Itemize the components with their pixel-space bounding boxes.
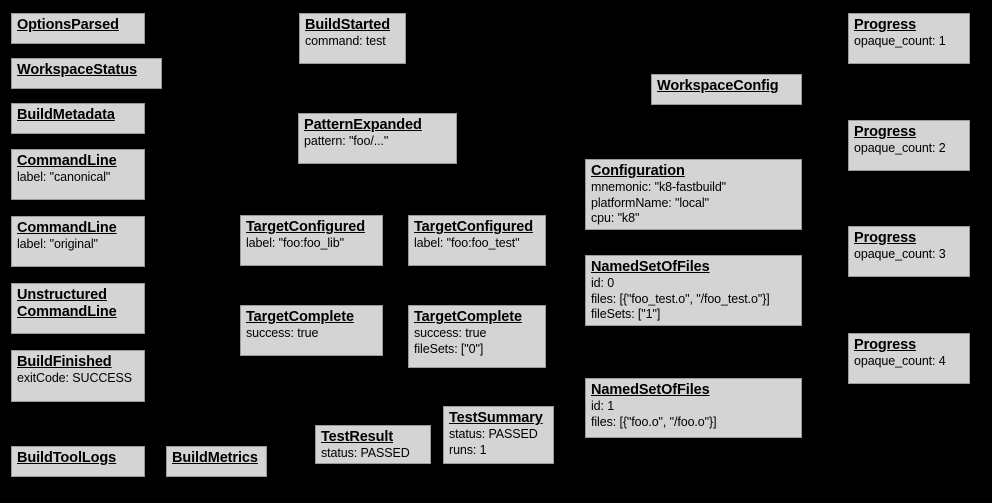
node-fields: opaque_count: 2 — [854, 141, 964, 157]
node-field: files: [{"foo.o", "/foo.o"}] — [591, 414, 717, 429]
node-field: platformName: "local" — [591, 195, 709, 210]
node-title: NamedSetOfFiles — [591, 382, 710, 398]
node-title: BuildMetadata — [17, 107, 115, 123]
node-field: opaque_count: 2 — [854, 141, 946, 155]
node-field: label: "canonical" — [17, 170, 111, 184]
node-title: Unstructured CommandLine — [17, 287, 117, 320]
node-fields: command: test — [305, 34, 400, 50]
node-title: TestResult — [321, 429, 394, 445]
node-options-parsed[interactable]: OptionsParsed — [11, 13, 145, 44]
node-fields: success: true — [246, 326, 377, 342]
node-field: label: "foo:foo_test" — [414, 236, 520, 250]
node-field: files: [{"foo_test.o", "/foo_test.o"}] — [591, 291, 770, 306]
node-field: opaque_count: 4 — [854, 354, 946, 368]
node-title: BuildFinished — [17, 354, 112, 370]
node-fields: opaque_count: 4 — [854, 354, 964, 370]
node-field: label: "foo:foo_lib" — [246, 236, 344, 250]
node-field: command: test — [305, 34, 386, 48]
node-fields: label: "original" — [17, 237, 139, 253]
node-field: status: PASSED — [449, 427, 538, 441]
node-unstructured-command-line[interactable]: Unstructured CommandLine — [11, 283, 145, 334]
node-title: CommandLine — [17, 153, 117, 169]
node-fields: label: "foo:foo_test" — [414, 236, 540, 252]
node-fields: opaque_count: 1 — [854, 34, 964, 50]
node-title: PatternExpanded — [304, 117, 422, 133]
node-field: status: PASSED — [321, 446, 410, 460]
node-fields: status: PASSED — [321, 446, 425, 462]
node-title: TargetComplete — [246, 309, 354, 325]
node-title: Configuration — [591, 163, 685, 179]
node-build-metadata[interactable]: BuildMetadata — [11, 103, 145, 134]
node-workspace-config[interactable]: WorkspaceConfig — [651, 74, 802, 105]
node-title: TestSummary — [449, 410, 543, 426]
node-fields: label: "canonical" — [17, 170, 139, 186]
node-title: OptionsParsed — [17, 17, 119, 33]
node-title: TargetConfigured — [246, 219, 365, 235]
node-title: TargetComplete — [414, 309, 522, 325]
node-title: BuildStarted — [305, 17, 391, 33]
node-field: label: "original" — [17, 237, 98, 251]
node-fields: opaque_count: 3 — [854, 247, 964, 263]
node-build-metrics[interactable]: BuildMetrics — [166, 446, 267, 477]
node-field: exitCode: SUCCESS — [17, 371, 133, 385]
node-fields: mnemonic: "k8-fastbuild"platformName: "l… — [591, 180, 796, 227]
node-title: NamedSetOfFiles — [591, 259, 710, 275]
node-title: BuildToolLogs — [17, 450, 117, 466]
node-field: id: 1 — [591, 399, 615, 413]
node-title: CommandLine — [17, 220, 117, 236]
node-fields: label: "foo:foo_lib" — [246, 236, 377, 252]
node-title: Progress — [854, 337, 917, 353]
node-build-tool-logs[interactable]: BuildToolLogs — [11, 446, 145, 477]
node-field: runs: 1 — [449, 442, 487, 457]
node-field: id: 0 — [591, 276, 615, 290]
node-title: Progress — [854, 230, 917, 246]
node-field: fileSets: ["0"] — [414, 341, 484, 356]
node-field: fileSets: ["1"] — [591, 307, 661, 321]
node-fields: pattern: "foo/..." — [304, 134, 451, 150]
node-field: cpu: "k8" — [591, 211, 640, 225]
node-field: success: true — [414, 326, 487, 340]
node-workspace-status[interactable]: WorkspaceStatus — [11, 58, 162, 89]
node-field: opaque_count: 3 — [854, 247, 946, 261]
node-title: BuildMetrics — [172, 450, 258, 466]
node-field: pattern: "foo/..." — [304, 134, 389, 148]
node-field: opaque_count: 1 — [854, 34, 946, 48]
node-title: Progress — [854, 17, 917, 33]
node-title: WorkspaceConfig — [657, 78, 779, 94]
node-title: Progress — [854, 124, 917, 140]
node-field: success: true — [246, 326, 319, 340]
node-field: mnemonic: "k8-fastbuild" — [591, 180, 727, 194]
node-title: TargetConfigured — [414, 219, 533, 235]
node-title: WorkspaceStatus — [17, 62, 137, 78]
node-fields: exitCode: SUCCESS — [17, 371, 139, 387]
